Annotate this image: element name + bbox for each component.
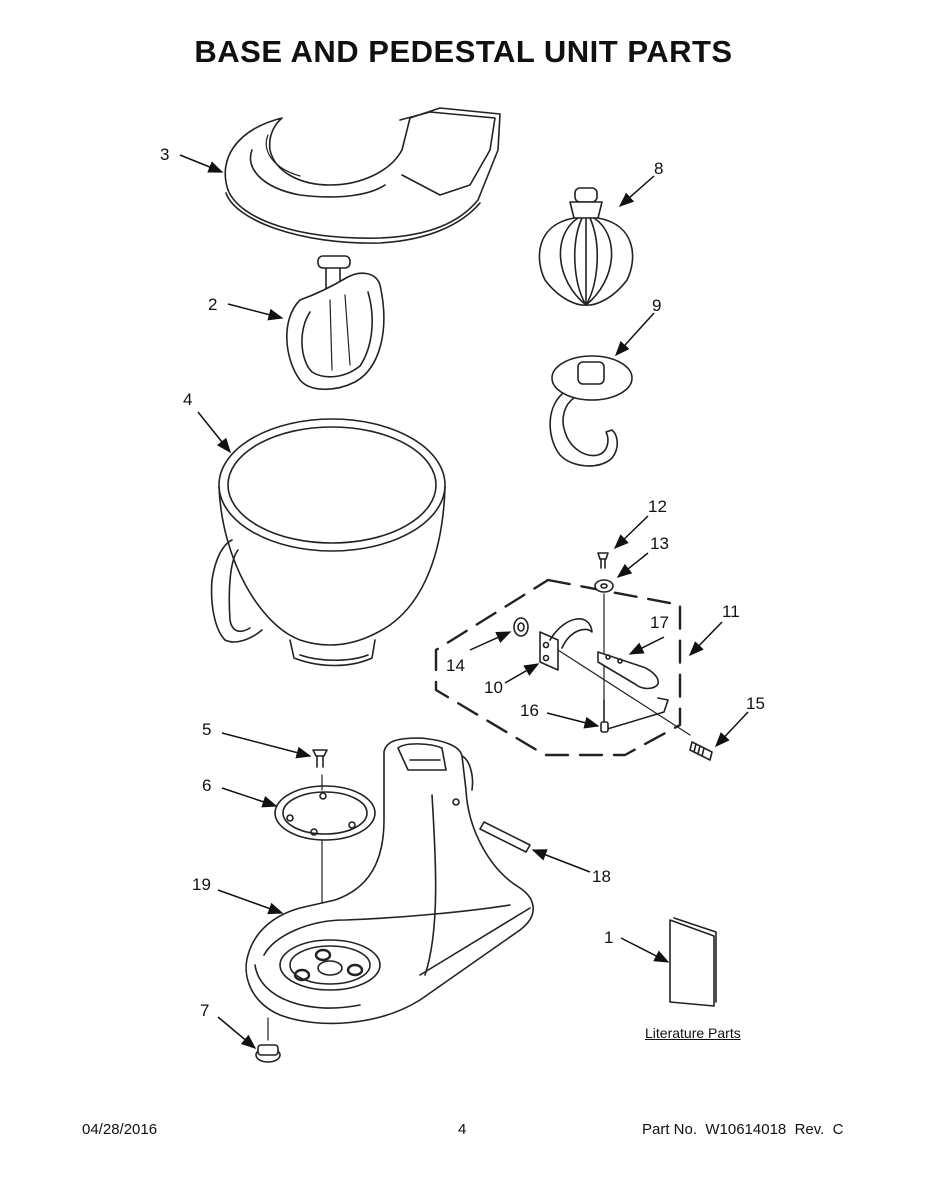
callout-4: 4	[183, 390, 192, 409]
callout-14: 14	[446, 656, 465, 675]
callout-17: 17	[650, 613, 669, 632]
callout-13: 13	[650, 534, 669, 553]
assembly-frame	[434, 578, 682, 757]
callout-12: 12	[648, 497, 667, 516]
flat-beater-part	[286, 255, 385, 391]
callout-11: 11	[722, 602, 740, 621]
bracket-part	[539, 618, 691, 736]
literature-parts-label: Literature Parts	[645, 1025, 741, 1041]
callout-3: 3	[160, 145, 169, 164]
callout-5: 5	[202, 720, 211, 739]
lever-part	[597, 651, 659, 690]
callout-1: 1	[604, 928, 613, 947]
callout-2: 2	[208, 295, 217, 314]
clamp-plate-part	[274, 774, 376, 951]
base-screw-part	[312, 749, 328, 768]
pin-part	[689, 741, 713, 761]
bowl-part	[210, 418, 446, 667]
callout-10: 10	[484, 678, 503, 697]
washer-part	[513, 617, 529, 637]
callout-16: 16	[520, 701, 539, 720]
literature-booklet-part	[669, 917, 717, 1007]
hinge-pin-part	[479, 821, 531, 853]
screw-washer-part	[594, 552, 614, 701]
callout-18: 18	[592, 867, 611, 886]
foot-part	[255, 1017, 281, 1063]
footer-date: 04/28/2016	[82, 1121, 158, 1138]
dough-hook-part	[549, 355, 633, 467]
callout-9: 9	[652, 296, 661, 315]
callout-19: 19	[192, 875, 211, 894]
footer-page-number: 4	[458, 1121, 467, 1138]
wire-whip-part	[538, 187, 634, 306]
callout-8: 8	[654, 159, 663, 178]
callout-7: 7	[200, 1001, 209, 1020]
callout-6: 6	[202, 776, 211, 795]
callout-15: 15	[746, 694, 765, 713]
leader-lines	[179, 154, 749, 1049]
page-title: BASE AND PEDESTAL UNIT PARTS	[194, 34, 733, 69]
base-pedestal-part	[245, 737, 534, 1025]
callout-numbers: 3 2 4 8 9 12 13 11 17 14 10 16 15 5 6 18…	[160, 145, 765, 1020]
footer-part-number: Part No. W10614018 Rev. C	[642, 1121, 844, 1138]
rod-part	[600, 697, 669, 733]
pouring-shield-part	[224, 107, 501, 244]
